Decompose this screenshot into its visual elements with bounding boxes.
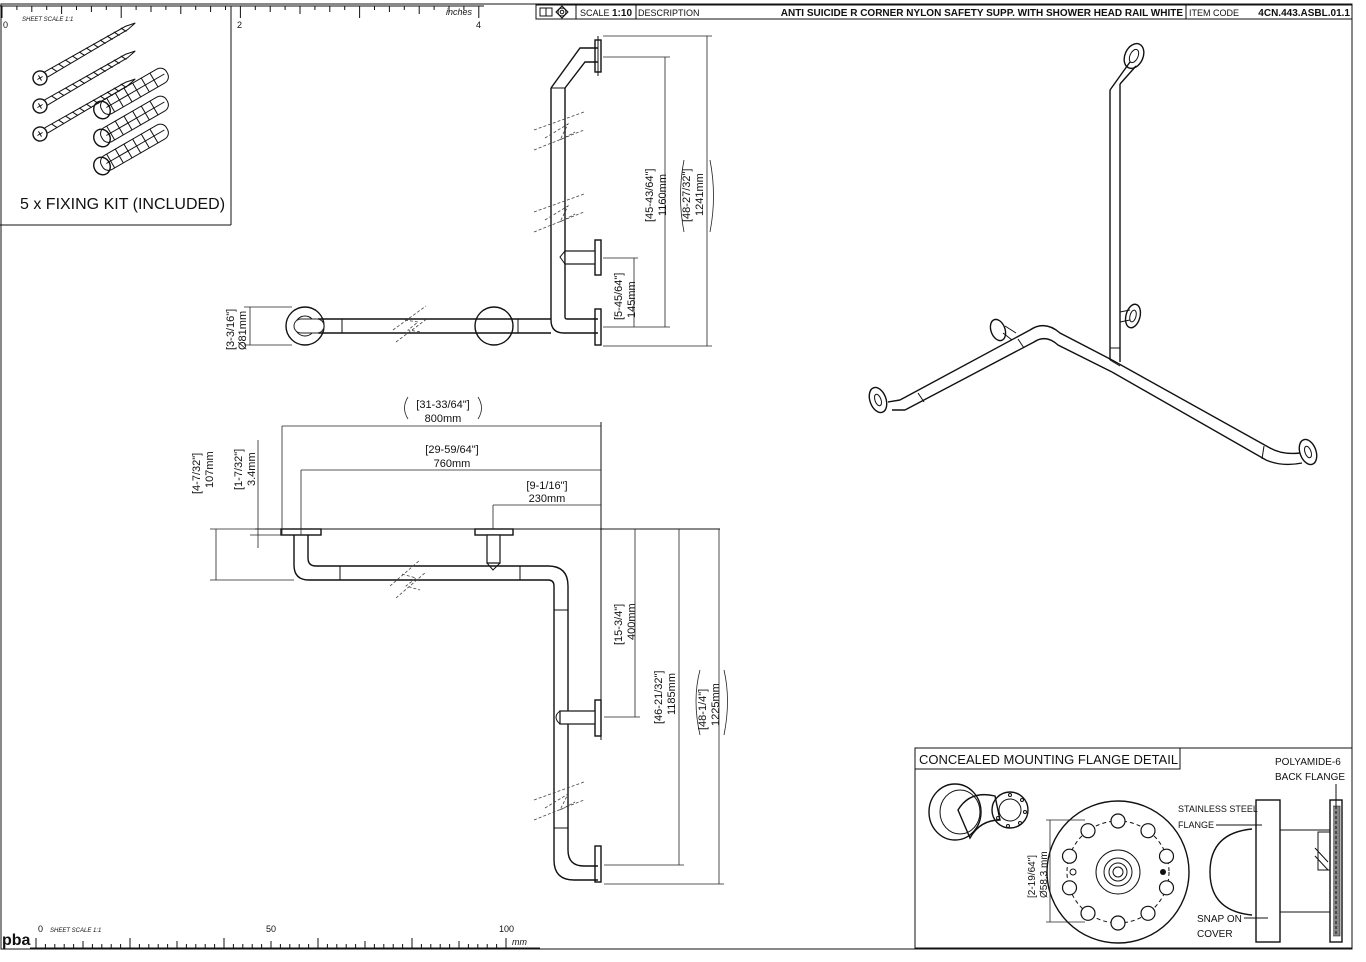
flange-detail-title: CONCEALED MOUNTING FLANGE DETAIL xyxy=(919,752,1178,767)
flange-bolt-hole xyxy=(1110,915,1126,931)
dim-width-inner-imperial: [29-59/64"] xyxy=(425,444,478,456)
right-arm-end-flange xyxy=(1298,438,1318,466)
dim-depth-1185-metric: 1185mm xyxy=(666,673,678,715)
flange-bolt-hole xyxy=(1080,823,1096,839)
left-arm-wall-flange xyxy=(989,318,1007,342)
fixing-kit-label: 5 x FIXING KIT (INCLUDED) xyxy=(20,196,225,213)
description-text: ANTI SUICIDE R CORNER NYLON SAFETY SUPP.… xyxy=(781,8,1184,19)
dim-flange-thk-imperial: [1-7/32"] xyxy=(233,449,245,490)
callout-back-flange-2: BACK FLANGE xyxy=(1275,772,1345,783)
title-block: SCALE 1:10 DESCRIPTION ANTI SUICIDE R CO… xyxy=(535,4,1353,20)
dim-depth-1225-metric: 1225mm xyxy=(710,683,722,726)
wall-plug-icon xyxy=(93,67,169,176)
dim-riser-offset-metric: 230mm xyxy=(529,493,566,505)
callout-cover-1: SNAP ON xyxy=(1197,914,1242,925)
callout-steel-flange-2: FLANGE xyxy=(1178,820,1214,830)
flange-bolt-hole xyxy=(1158,848,1175,864)
flange-dia-metric: Ø58.3 mm xyxy=(1039,851,1050,898)
scale-label: SCALE xyxy=(580,8,610,18)
dim-depth-400-metric: 400mm xyxy=(626,603,638,640)
pba-logo: pba xyxy=(2,932,31,949)
inch-ruler: 0 SHEET SCALE 1:1 2 4 inches xyxy=(0,5,484,30)
riser-top-flange xyxy=(1123,42,1145,70)
flange-bolt-hole xyxy=(1110,813,1126,829)
sheet-border xyxy=(0,3,1353,950)
screw-icon xyxy=(32,22,136,142)
callout-steel-flange-1: STAINLESS STEEL xyxy=(1178,804,1258,814)
inch-ruler-scale-label: SHEET SCALE 1:1 xyxy=(22,17,73,23)
projection-symbol-icon xyxy=(539,5,569,19)
plan-view: [31-33/64"] 800mm [29-59/64"] 760mm [9-1… xyxy=(191,396,728,885)
fixing-kit-panel: 5 x FIXING KIT (INCLUDED) xyxy=(0,6,232,226)
flange-bolt-hole xyxy=(1061,848,1078,864)
flange-bolt-hole xyxy=(1158,880,1175,896)
flange-render-icon xyxy=(928,783,1029,841)
mm-ruler-tick-50: 50 xyxy=(266,924,276,934)
front-view: [3-3/16"] Ø81mm [5-45/64"] 145mm [45-43/… xyxy=(225,35,714,350)
dim-depth-1185-imperial: [46-21/32"] xyxy=(653,671,665,724)
flange-section xyxy=(1209,799,1343,943)
mm-ruler-tick-0: 0 xyxy=(38,924,43,934)
break-mark-icon xyxy=(392,111,585,343)
inch-ruler-unit: inches xyxy=(446,7,473,17)
dim-flange-dia-metric: Ø81mm xyxy=(237,311,249,350)
callout-back-flange-1: POLYAMIDE-6 xyxy=(1275,757,1341,768)
inch-ruler-tick-4: 4 xyxy=(476,20,481,30)
flange-bolt-hole xyxy=(1140,823,1156,839)
dim-height-upper-metric: 1160mm xyxy=(657,174,669,216)
dim-depth-400-imperial: [15-3/4"] xyxy=(613,604,625,645)
flange-bolt-hole xyxy=(1061,880,1078,896)
dim-height-total-imperial: [48-27/32"] xyxy=(681,169,693,222)
dim-flange-dia-imperial: [3-3/16"] xyxy=(225,309,237,350)
scale-value: 1:10 xyxy=(612,8,632,19)
flange-bolt-hole xyxy=(1080,905,1096,921)
break-mark-icon xyxy=(389,559,585,821)
item-code-label: ITEM CODE xyxy=(1189,8,1239,18)
dim-projection-metric: 107mm xyxy=(204,451,216,488)
dim-riser-offset-imperial: [9-1/16"] xyxy=(526,480,567,492)
dim-flange-thk-metric: 3.4mm xyxy=(246,452,258,486)
left-arm-end-flange xyxy=(868,386,888,414)
dim-width-total-imperial: [31-33/64"] xyxy=(416,399,469,411)
mm-ruler-tick-100: 100 xyxy=(499,924,514,934)
inch-ruler-tick-0: 0 xyxy=(3,20,8,30)
dim-width-inner-metric: 760mm xyxy=(434,458,471,470)
flange-detail-panel: CONCEALED MOUNTING FLANGE DETAIL xyxy=(914,747,1353,949)
dim-height-lower-metric: 145mm xyxy=(626,281,638,318)
mm-ruler-unit: mm xyxy=(512,937,527,947)
flange-dia-imperial: [2-19/64"] xyxy=(1027,855,1038,898)
mm-ruler: 0 SHEET SCALE 1:1 50 100 mm xyxy=(30,924,540,949)
dim-width-total-metric: 800mm xyxy=(425,413,462,425)
mm-ruler-scale-label: SHEET SCALE 1:1 xyxy=(50,928,101,934)
flange-bolt-hole xyxy=(1140,905,1156,921)
callout-cover-2: COVER xyxy=(1197,929,1233,940)
description-label: DESCRIPTION xyxy=(638,8,700,18)
flange-face xyxy=(1046,800,1190,944)
dim-height-upper-imperial: [45-43/64"] xyxy=(644,169,656,222)
dim-depth-1225-imperial: [48-1/4"] xyxy=(697,689,709,730)
riser-mid-flange xyxy=(1124,303,1142,329)
isometric-view xyxy=(868,42,1318,466)
dim-height-lower-imperial: [5-45/64"] xyxy=(613,273,625,320)
item-code-value: 4CN.443.ASBL.01.1 xyxy=(1258,8,1350,19)
dim-height-total-metric: 1241mm xyxy=(694,173,706,216)
dim-projection-imperial: [4-7/32"] xyxy=(191,453,203,494)
inch-ruler-tick-2: 2 xyxy=(237,20,242,30)
